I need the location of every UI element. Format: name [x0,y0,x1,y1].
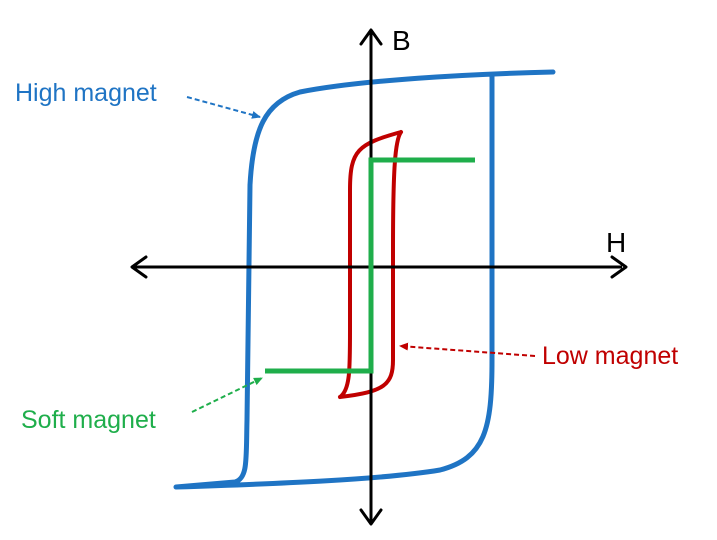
high-magnet-pointer [186,96,261,119]
soft-magnet-pointer [191,377,263,413]
h-axis-label: H [606,227,626,258]
high-magnet-label: High magnet [15,79,157,107]
soft-magnet-curve [265,157,475,374]
b-axis-label: B [392,25,411,56]
high-magnet-loop [173,69,556,490]
low-magnet-label: Low magnet [542,342,678,370]
h-axis [130,255,628,279]
low-magnet-pointer [399,342,536,357]
soft-magnet-label: Soft magnet [21,406,156,434]
